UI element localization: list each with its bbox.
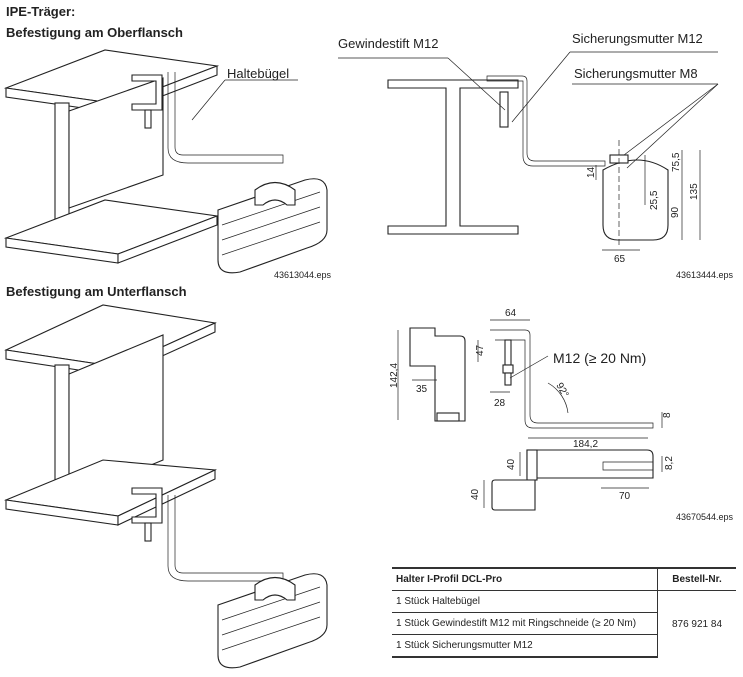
dim-40-lower: 40 <box>470 488 481 500</box>
table-header-item: Halter I-Profil DCL-Pro <box>392 567 658 591</box>
label-sicherungsmutter-m12: Sicherungsmutter M12 <box>572 31 703 46</box>
table-cell-item: 1 Stück Gewindestift M12 mit Ringschneid… <box>392 612 658 635</box>
file-ref-detail: 43670544.eps <box>676 512 734 522</box>
dim-90: 90 <box>670 206 681 218</box>
file-ref-section: 43613444.eps <box>676 270 734 280</box>
table-header-order: Bestell-Nr. <box>657 567 736 591</box>
table-cell-item: 1 Stück Sicherungsmutter M12 <box>392 634 658 658</box>
label-sicherungsmutter-m8: Sicherungsmutter M8 <box>574 66 698 81</box>
file-ref-iso-top: 43613044.eps <box>274 270 332 280</box>
dim-70: 70 <box>619 491 631 502</box>
dim-184-2: 184,2 <box>573 439 598 450</box>
dim-142-4: 142,4 <box>389 363 400 388</box>
dim-angle-92: 92° <box>553 381 570 400</box>
conductor-rail-bottom <box>217 573 328 669</box>
table-row: 1 Stück Sicherungsmutter M12 <box>392 634 736 658</box>
label-haltebuegel: Haltebügel <box>227 66 290 81</box>
table-row: 1 Stück Haltebügel 876 921 84 <box>392 590 736 657</box>
dim-25-5: 25,5 <box>649 190 660 210</box>
label-gewindestift-m12: Gewindestift M12 <box>338 36 439 51</box>
dim-65: 65 <box>614 254 626 265</box>
section-heading-bottom-flange: Befestigung am Unterflansch <box>6 284 187 299</box>
label-torque-m12: M12 (≥ 20 Nm) <box>553 350 647 366</box>
leader-haltebuegel <box>191 79 226 121</box>
iso-ibeam-bottom <box>3 304 328 669</box>
dim-14: 14 <box>586 166 597 178</box>
table-row: 1 Stück Gewindestift M12 mit Ringschneid… <box>392 612 736 635</box>
dim-8-2: 8,2 <box>664 456 675 470</box>
dim-40-upper: 40 <box>506 458 517 470</box>
dim-64: 64 <box>505 308 517 319</box>
document-title: IPE-Träger: <box>6 4 76 19</box>
detail-drawing <box>397 319 663 511</box>
conductor-rail-top <box>217 178 328 274</box>
dim-28: 28 <box>494 398 506 409</box>
dim-47: 47 <box>475 344 486 356</box>
section-heading-top-flange: Befestigung am Oberflansch <box>6 25 183 40</box>
dim-8: 8 <box>662 412 673 418</box>
iso-ibeam-top <box>3 49 328 274</box>
order-number: 876 921 84 <box>657 590 736 657</box>
table-cell-item: 1 Stück Haltebügel <box>392 590 658 613</box>
dim-75-5: 75,5 <box>671 152 682 172</box>
parts-table: Halter I-Profil DCL-Pro Bestell-Nr. 1 St… <box>392 567 736 658</box>
table-header-row: Halter I-Profil DCL-Pro Bestell-Nr. <box>392 567 736 591</box>
dim-35: 35 <box>416 384 428 395</box>
dim-135: 135 <box>689 183 700 200</box>
section-view <box>387 75 669 245</box>
